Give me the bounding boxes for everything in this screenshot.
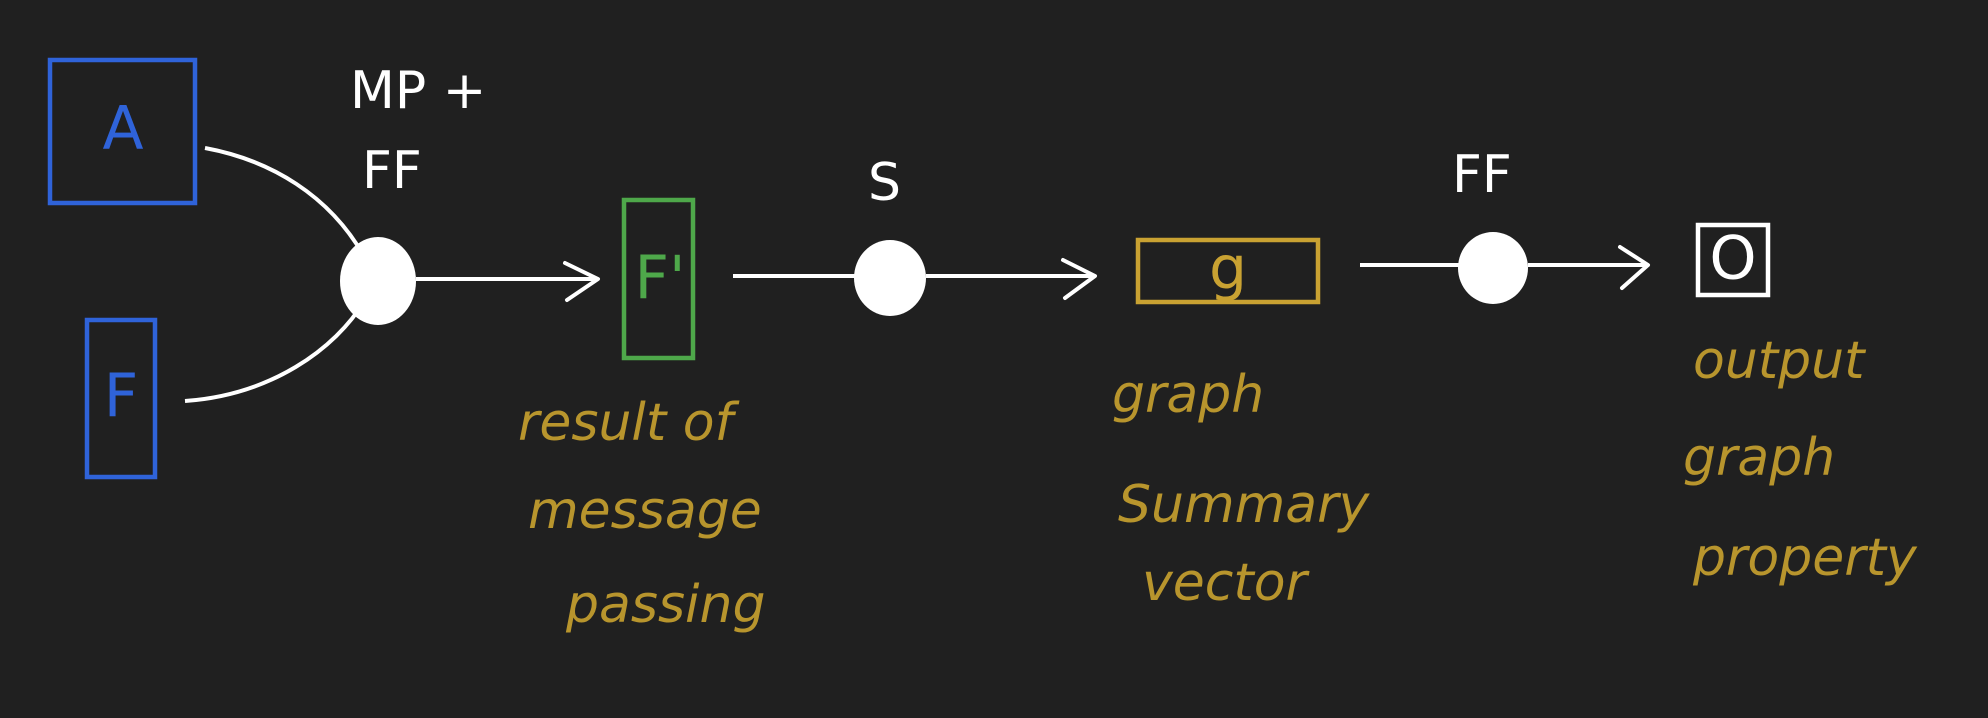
node-box-f: [84, 317, 158, 480]
annotation-o-line3: property: [1692, 528, 1918, 588]
node-label-o: O: [1709, 224, 1756, 294]
annotation-fprime-line1: result of: [518, 393, 740, 453]
annotation-g-line3: vector: [1142, 553, 1311, 613]
node-label-f-prime: F': [634, 244, 685, 314]
operation-node-ff: [1458, 232, 1528, 304]
arrowhead-fprime: [563, 261, 600, 302]
annotation-o-line1: output: [1693, 331, 1866, 391]
node-box-o: [1695, 222, 1771, 298]
annotation-o-line2: graph: [1683, 428, 1835, 488]
node-box-g: [1135, 237, 1321, 305]
edge-f-to-mp: [184, 298, 367, 403]
annotation-fprime-line2: message: [528, 481, 762, 541]
node-label-a: A: [102, 94, 143, 164]
node-label-f: F: [104, 362, 139, 432]
operation-node-mp-ff: [340, 237, 416, 325]
arrowhead-g: [1061, 258, 1097, 300]
annotation-g-line1: graph: [1112, 365, 1264, 425]
operation-label-mp-ff-line1: MP +: [350, 61, 486, 121]
operation-label-mp-ff-line2: FF: [362, 141, 422, 201]
node-box-f-prime: [621, 197, 696, 361]
edge-a-to-mp: [204, 146, 367, 259]
node-box-a: [47, 57, 198, 206]
operation-label-s: S: [868, 153, 901, 213]
operation-label-ff: FF: [1452, 145, 1512, 205]
arrowhead-o: [1618, 245, 1650, 290]
operation-node-s: [854, 240, 926, 316]
annotation-fprime-line3: passing: [565, 575, 765, 635]
node-label-g: g: [1209, 234, 1247, 304]
annotation-g-line2: Summary: [1118, 475, 1371, 535]
